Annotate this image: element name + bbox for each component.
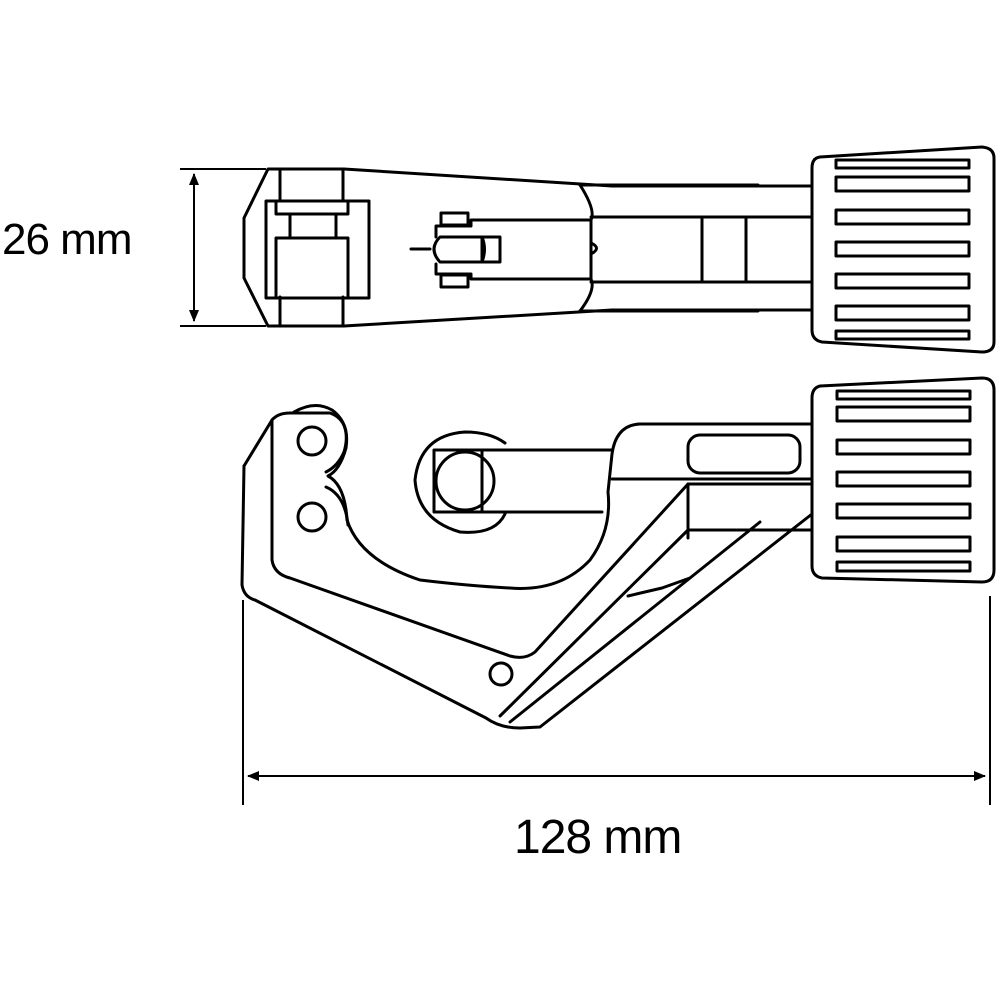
top-view-pin	[589, 241, 598, 256]
slider-window	[686, 433, 802, 475]
pivot-hole-upper	[296, 425, 328, 457]
top-roller-housing	[264, 199, 371, 300]
pivot-hole-lower	[296, 501, 328, 533]
top-view-adjustment-knob	[810, 145, 996, 354]
cutting-wheel	[413, 430, 614, 534]
height-dimension	[180, 168, 266, 327]
height-dimension-label: 26 mm	[2, 215, 132, 264]
top-view-body-joint	[578, 183, 594, 313]
side-view-inner-frame	[270, 418, 814, 659]
length-dimension	[242, 596, 991, 805]
top-roller-body	[274, 236, 350, 300]
side-view-adjustment-knob	[810, 376, 996, 584]
top-view	[242, 167, 814, 328]
cutter-wheel-assembly-top	[409, 211, 593, 289]
side-view	[240, 404, 814, 730]
top-view-head-outline	[242, 167, 614, 328]
pivot-hole-handle	[488, 661, 514, 687]
top-roller-flange	[274, 199, 350, 216]
length-dimension-label: 128 mm	[514, 811, 682, 864]
side-view-frame-outline	[242, 411, 814, 590]
